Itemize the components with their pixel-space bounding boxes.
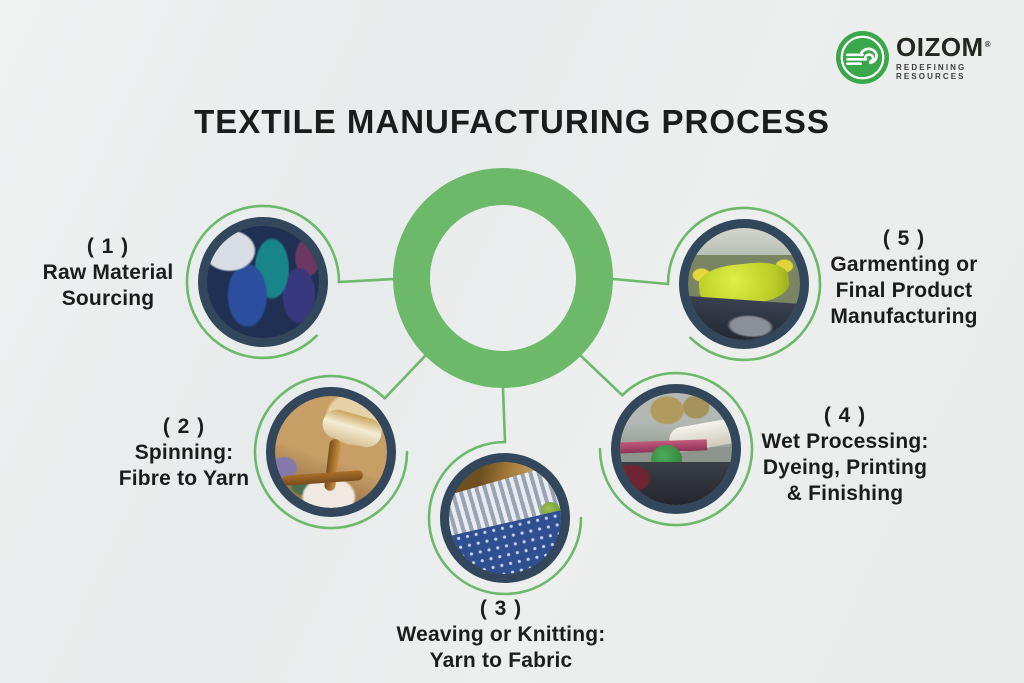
step-text-line: Weaving or Knitting: bbox=[396, 623, 606, 646]
spinning-bar-shape bbox=[281, 470, 363, 487]
step-text-line: Wet Processing: bbox=[761, 430, 929, 453]
center-ring bbox=[393, 168, 613, 388]
registered-mark: ® bbox=[984, 40, 992, 49]
oizom-wind-icon bbox=[836, 31, 889, 84]
step-text-line: & Finishing bbox=[786, 482, 904, 505]
step-label-5: ( 5 ) Garmenting or Final Product Manufa… bbox=[830, 226, 977, 330]
arc-node-1 bbox=[185, 204, 341, 360]
step-text-line: Fibre to Yarn bbox=[118, 467, 250, 490]
factory-dark-pile-shape bbox=[688, 295, 800, 340]
node-circle-spinning bbox=[266, 387, 396, 517]
step-label-2: ( 2 ) Spinning: Fibre to Yarn bbox=[119, 414, 250, 492]
step-text-line: Dyeing, Printing bbox=[762, 456, 928, 479]
logo-text-block: OIZOM ® REDEFINING RESOURCES bbox=[896, 34, 1024, 81]
photo-dyeing-printing-machine bbox=[620, 393, 732, 505]
step-text-line: Sourcing bbox=[61, 287, 155, 310]
node-circle-garmenting bbox=[679, 219, 809, 349]
logo-brand-name: OIZOM bbox=[896, 32, 984, 62]
step-number-5: ( 5 ) bbox=[882, 227, 926, 250]
step-number-2: ( 2 ) bbox=[162, 415, 206, 438]
connector-line-3 bbox=[501, 386, 507, 444]
oizom-logo: OIZOM ® REDEFINING RESOURCES bbox=[836, 31, 1024, 84]
photo-garment-factory bbox=[688, 228, 800, 340]
connector-line-5 bbox=[611, 277, 670, 286]
photo-spinning-wheel bbox=[275, 396, 387, 508]
step-text-line: Final Product bbox=[835, 279, 973, 302]
node-circle-weaving-knitting bbox=[440, 453, 570, 583]
node-circle-raw-material-sourcing bbox=[198, 217, 328, 347]
step-number-1: ( 1 ) bbox=[86, 235, 130, 258]
step-text-line: Garmenting or bbox=[830, 253, 978, 276]
page-title: TEXTILE MANUFACTURING PROCESS bbox=[194, 103, 830, 140]
connector-line-2 bbox=[383, 354, 427, 400]
step-number-4: ( 4 ) bbox=[823, 404, 867, 427]
connector-line-1 bbox=[337, 277, 396, 284]
step-text-line: Raw Material bbox=[42, 261, 174, 284]
step-text-line: Spinning: bbox=[134, 441, 234, 464]
arc-node-5 bbox=[666, 206, 822, 362]
logo-tagline: REDEFINING RESOURCES bbox=[896, 63, 967, 81]
machine-dark-base-shape bbox=[620, 462, 732, 505]
step-label-4: ( 4 ) Wet Processing: Dyeing, Printing &… bbox=[761, 403, 928, 507]
step-number-3: ( 3 ) bbox=[479, 597, 523, 620]
step-label-1: ( 1 ) Raw Material Sourcing bbox=[43, 234, 174, 312]
step-text-line: Yarn to Fabric bbox=[429, 649, 573, 672]
arc-node-4 bbox=[598, 371, 754, 527]
factory-ceiling-shape bbox=[688, 228, 800, 255]
arc-node-2 bbox=[253, 374, 409, 530]
step-label-3: ( 3 ) Weaving or Knitting: Yarn to Fabri… bbox=[397, 596, 606, 674]
connector-line-4 bbox=[579, 354, 624, 397]
photo-yarn-cones bbox=[207, 226, 319, 338]
node-circle-wet-processing bbox=[611, 384, 741, 514]
photo-weaving-loom bbox=[449, 462, 561, 574]
step-text-line: Manufacturing bbox=[830, 305, 978, 328]
